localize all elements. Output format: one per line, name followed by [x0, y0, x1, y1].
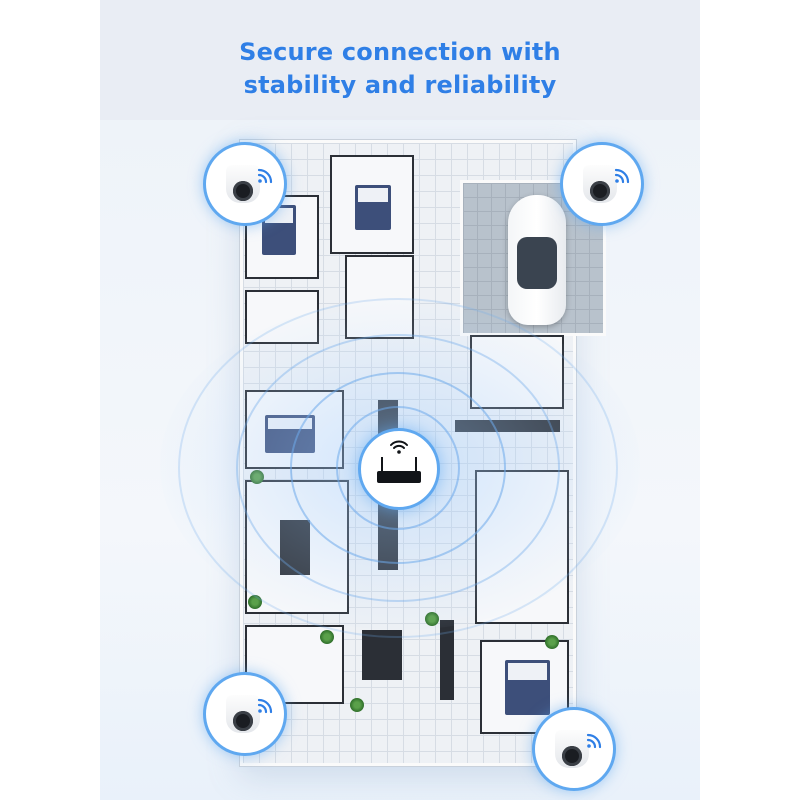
security-camera-bottom-left	[203, 672, 287, 756]
car	[508, 195, 566, 325]
security-camera-top-left	[203, 142, 287, 226]
security-camera-top-right	[560, 142, 644, 226]
headline-line-2: stability and reliability	[243, 71, 557, 99]
security-camera-bottom-right	[532, 707, 616, 791]
plant	[320, 630, 334, 644]
camera-lens-icon	[590, 181, 610, 201]
wifi-icon	[585, 732, 603, 750]
headline-line-1: Secure connection with	[239, 38, 561, 66]
counter	[440, 620, 454, 700]
bed	[262, 205, 296, 255]
camera-lens-icon	[233, 711, 253, 731]
bed	[505, 660, 550, 715]
bed	[355, 185, 391, 230]
wifi-icon	[389, 439, 409, 455]
header-banner: Secure connection with stability and rel…	[100, 0, 700, 120]
signal-ring	[178, 298, 618, 638]
camera-lens-icon	[562, 746, 582, 766]
plant	[350, 698, 364, 712]
headline: Secure connection with stability and rel…	[100, 36, 700, 102]
dining-table	[362, 630, 402, 680]
plant	[545, 635, 559, 649]
wifi-icon	[256, 697, 274, 715]
nvr-router-hub	[358, 428, 440, 510]
wifi-icon	[613, 167, 631, 185]
nvr-router-icon	[377, 457, 421, 483]
camera-lens-icon	[233, 181, 253, 201]
wifi-icon	[256, 167, 274, 185]
